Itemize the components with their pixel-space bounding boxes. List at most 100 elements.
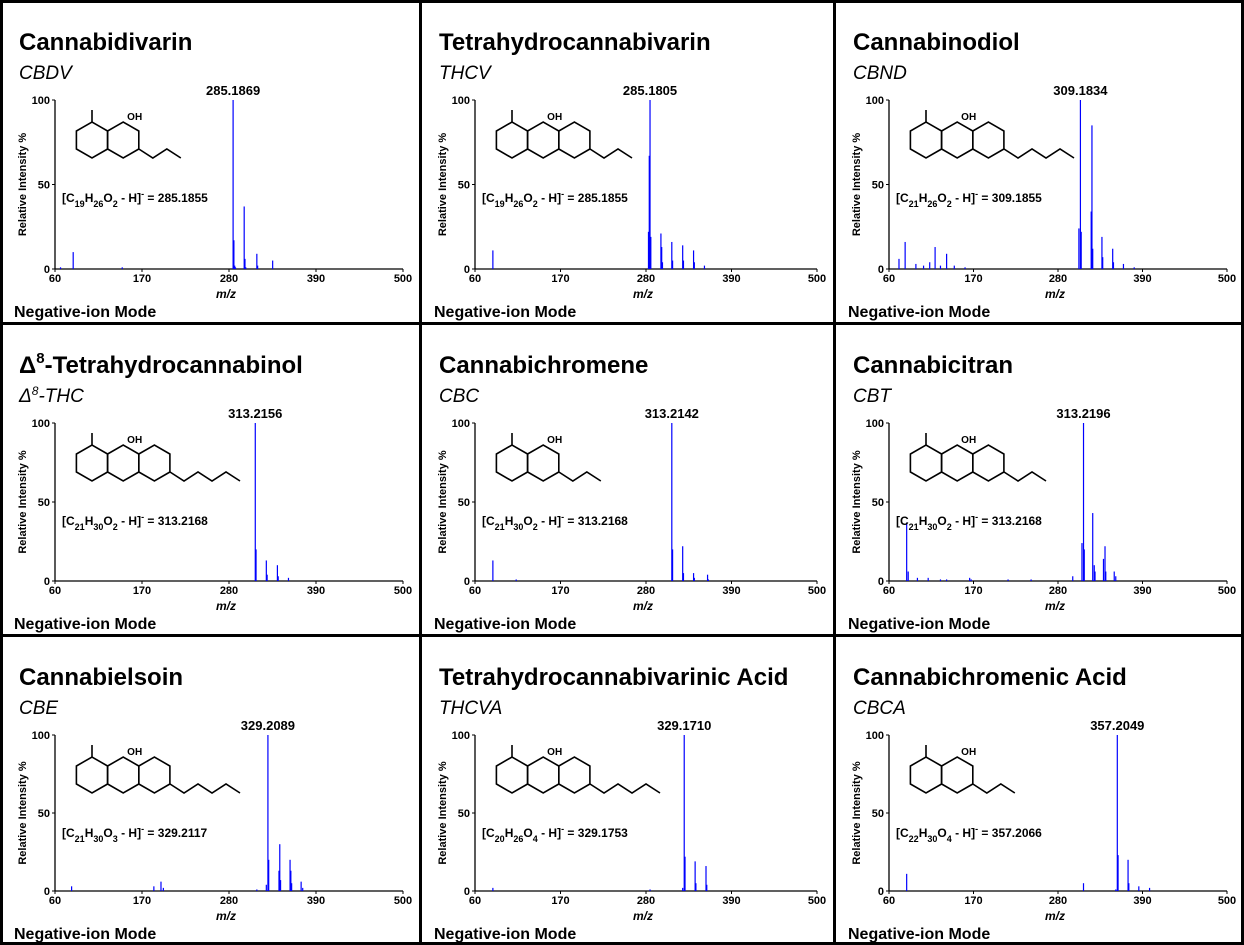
y-tick-label: 50 — [38, 808, 50, 820]
peak-label: 329.1710 — [657, 718, 711, 733]
chart-title: Tetrahydrocannabivarinic Acid — [439, 664, 788, 691]
molecule-structure-icon: OH — [909, 110, 1075, 159]
chart-title: Cannabichromenic Acid — [853, 664, 1127, 691]
x-tick-label: 390 — [307, 585, 325, 597]
formula-label: [C21H30O2 - H]- = 313.2168 — [482, 512, 628, 532]
y-axis-label: Relative Intensity % — [17, 133, 29, 237]
x-tick-label: 280 — [1049, 585, 1067, 597]
x-tick-label: 390 — [307, 895, 325, 907]
y-tick-label: 100 — [32, 418, 50, 430]
chart-subtitle: CBE — [19, 698, 58, 719]
chart-title: Cannabinodiol — [853, 29, 1020, 56]
row-divider — [0, 634, 1244, 637]
peak-label: 285.1805 — [623, 83, 677, 98]
formula-label: [C21H30O3 - H]- = 329.2117 — [62, 824, 208, 844]
svg-text:OH: OH — [547, 112, 562, 123]
y-tick-label: 0 — [464, 576, 470, 588]
peak-label: 313.2196 — [1056, 406, 1110, 421]
x-tick-label: 500 — [1218, 895, 1236, 907]
formula-label: [C20H26O4 - H]- = 329.1753 — [482, 824, 628, 844]
chart-title: Tetrahydrocannabivarin — [439, 29, 711, 56]
formula-label: [C19H26O2 - H]- = 285.1855 — [62, 189, 208, 209]
y-axis-label: Relative Intensity % — [437, 450, 449, 554]
molecule-structure-icon: OH — [909, 433, 1047, 482]
footer-label: Negative-ion Mode — [848, 304, 990, 321]
footer-label: Negative-ion Mode — [14, 304, 156, 321]
footer-label: Negative-ion Mode — [14, 926, 156, 943]
x-tick-label: 60 — [469, 895, 481, 907]
chart-subtitle: CBCA — [853, 698, 906, 719]
peak-label: 285.1869 — [206, 83, 260, 98]
svg-text:OH: OH — [961, 435, 976, 446]
x-tick-label: 390 — [722, 585, 740, 597]
column-divider — [833, 0, 836, 945]
x-axis-label: m/z — [1045, 599, 1065, 613]
svg-text:OH: OH — [127, 112, 142, 123]
x-tick-label: 280 — [637, 895, 655, 907]
peak-label: 309.1834 — [1053, 83, 1108, 98]
footer-label: Negative-ion Mode — [848, 616, 990, 633]
molecule-structure-icon: OH — [495, 433, 602, 482]
chart-subtitle: THCVA — [439, 698, 502, 719]
x-tick-label: 280 — [1049, 895, 1067, 907]
svg-text:OH: OH — [127, 747, 142, 758]
y-tick-label: 100 — [866, 730, 884, 742]
y-tick-label: 0 — [878, 264, 884, 276]
y-tick-label: 0 — [44, 264, 50, 276]
x-tick-label: 280 — [220, 895, 238, 907]
y-tick-label: 50 — [458, 180, 470, 192]
y-tick-label: 100 — [866, 95, 884, 107]
molecule-structure-icon: OH — [495, 110, 633, 159]
x-tick-label: 390 — [722, 273, 740, 285]
molecule-structure-icon: OH — [909, 745, 1016, 794]
y-tick-label: 50 — [458, 497, 470, 509]
formula-label: [C21H30O2 - H]- = 313.2168 — [62, 512, 208, 532]
x-tick-label: 500 — [808, 585, 826, 597]
y-tick-label: 50 — [872, 497, 884, 509]
x-tick-label: 500 — [394, 585, 412, 597]
y-tick-label: 0 — [464, 886, 470, 898]
x-tick-label: 60 — [469, 273, 481, 285]
x-tick-label: 280 — [220, 585, 238, 597]
x-tick-label: 170 — [551, 273, 569, 285]
molecule-structure-icon: OH — [75, 745, 241, 794]
x-tick-label: 390 — [1133, 895, 1151, 907]
x-tick-label: 170 — [964, 585, 982, 597]
peak-label: 313.2142 — [645, 406, 699, 421]
x-axis-label: m/z — [633, 287, 653, 301]
svg-text:OH: OH — [127, 435, 142, 446]
formula-label: [C22H30O4 - H]- = 357.2066 — [896, 824, 1042, 844]
x-tick-label: 390 — [1133, 273, 1151, 285]
x-tick-label: 60 — [49, 585, 61, 597]
chart-subtitle: CBND — [853, 63, 907, 84]
molecule-structure-icon: OH — [495, 745, 661, 794]
x-tick-label: 390 — [307, 273, 325, 285]
y-axis-label: Relative Intensity % — [851, 761, 863, 865]
footer-label: Negative-ion Mode — [434, 304, 576, 321]
peak-label: 329.2089 — [241, 718, 295, 733]
svg-text:OH: OH — [547, 435, 562, 446]
y-tick-label: 0 — [464, 264, 470, 276]
y-tick-label: 50 — [872, 180, 884, 192]
chart-title: Cannabicitran — [853, 352, 1013, 379]
y-axis-label: Relative Intensity % — [437, 761, 449, 865]
column-divider — [419, 0, 422, 945]
y-tick-label: 50 — [38, 180, 50, 192]
footer-label: Negative-ion Mode — [434, 616, 576, 633]
x-tick-label: 500 — [394, 895, 412, 907]
peak-label: 357.2049 — [1090, 718, 1144, 733]
x-tick-label: 170 — [133, 273, 151, 285]
row-divider — [0, 322, 1244, 325]
x-tick-label: 500 — [1218, 273, 1236, 285]
x-tick-label: 280 — [220, 273, 238, 285]
